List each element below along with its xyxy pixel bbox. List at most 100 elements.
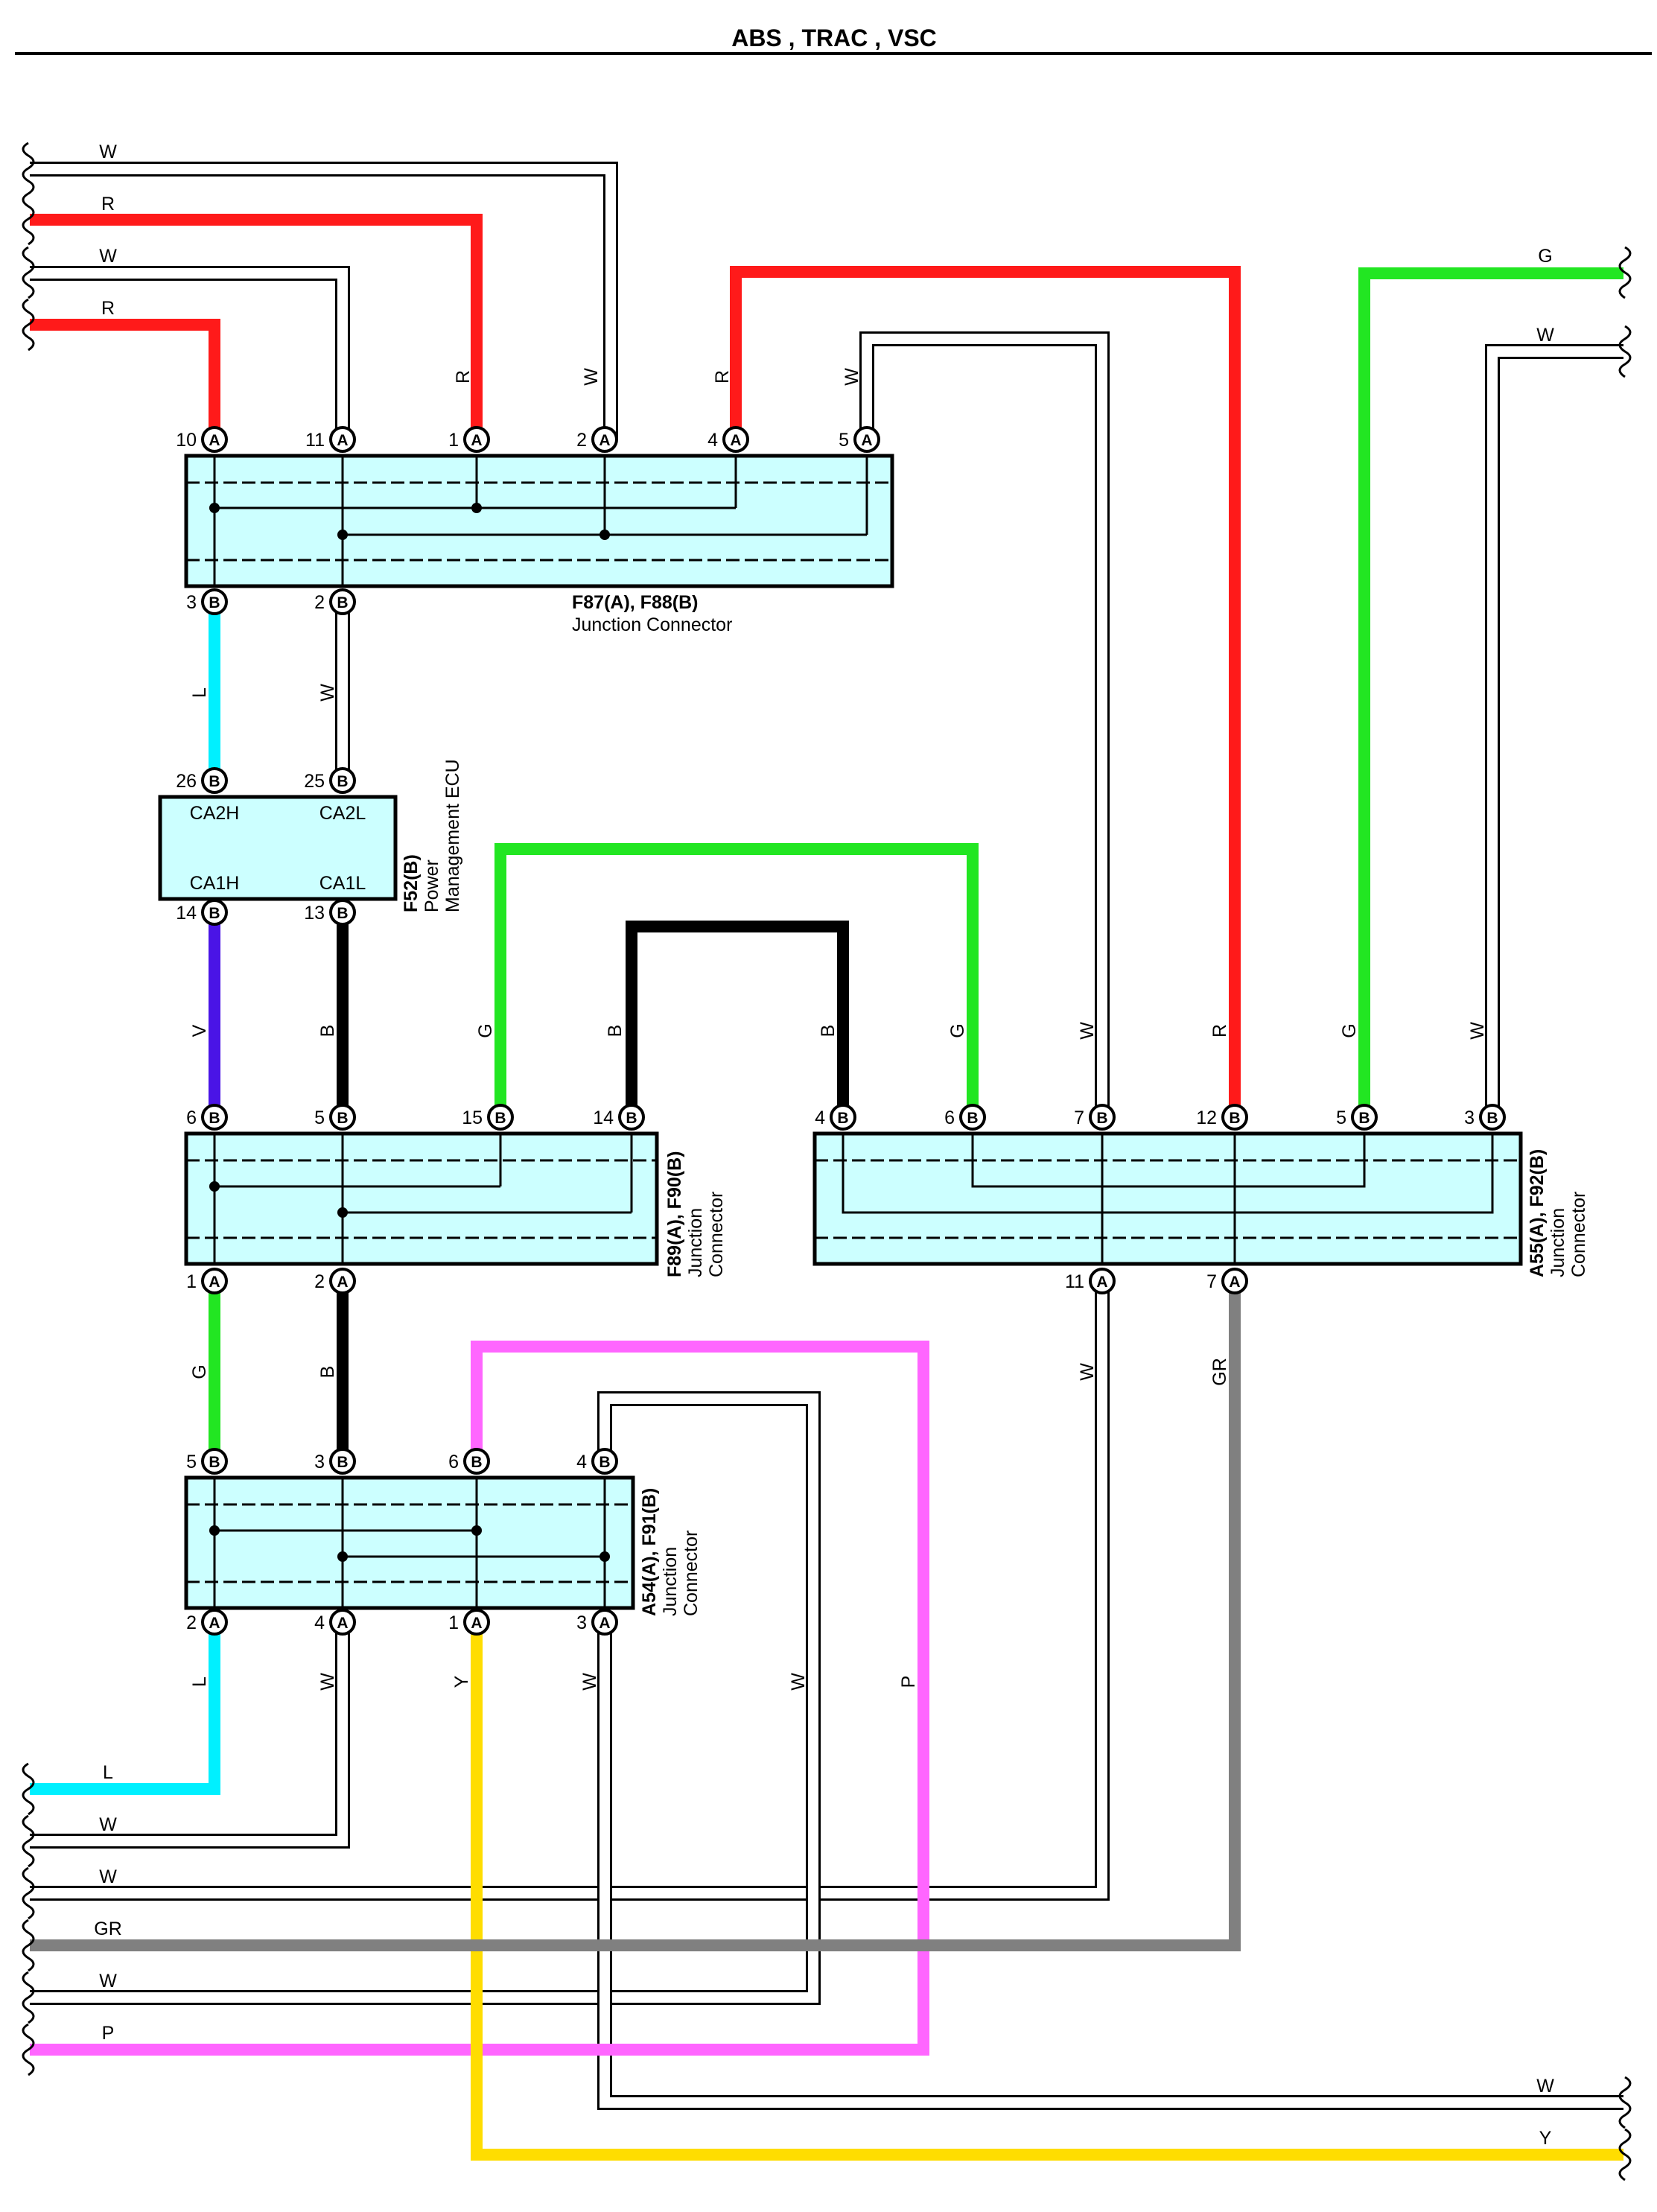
pin-number: 3	[1464, 1107, 1475, 1128]
wire-label-left-bottom-5: P	[102, 2023, 115, 2044]
wire-label-left-top-2: W	[99, 246, 117, 267]
a55-type-line1: Junction	[1548, 1208, 1568, 1277]
f52-label: F52(B) Power Management ECU	[401, 759, 463, 912]
wire-label-left-top-0: W	[99, 142, 117, 162]
wire-w-f87-2	[30, 162, 618, 439]
pin-letter: B	[1358, 1110, 1370, 1127]
a54-code: A54(A), F91(B)	[639, 1488, 660, 1616]
wire-label-left-bottom-4: W	[99, 1971, 117, 1992]
pin-number: 5	[839, 430, 849, 451]
pin-letter: B	[494, 1110, 506, 1127]
wire-w-a54-3	[597, 1622, 1623, 2110]
wire-label-row3-1: B	[317, 1025, 338, 1037]
pin-letter: A	[471, 432, 482, 449]
wire-label-row3-6: W	[1077, 1022, 1098, 1040]
pin-f87-top-1: A11	[305, 426, 356, 453]
pin-f89-bottom-0: A1	[186, 1268, 228, 1294]
pin-number: 12	[1196, 1107, 1217, 1128]
pin-number: 3	[314, 1452, 325, 1472]
pin-f91-top-2: B6	[448, 1448, 490, 1475]
pin-number: 13	[304, 903, 325, 924]
pin-number: 6	[186, 1107, 197, 1128]
f52-name-line2: Management ECU	[442, 759, 463, 912]
pin-number: 5	[186, 1452, 197, 1472]
pin-letter: A	[599, 1615, 610, 1632]
pin-f52-bottom-1: B 13	[304, 899, 356, 926]
pin-letter: A	[861, 432, 872, 449]
wire-label-row3-8: G	[1339, 1023, 1360, 1037]
pin-number: 26	[176, 771, 197, 792]
wire-r-f87-10	[30, 319, 220, 439]
pin-letter: A	[730, 432, 741, 449]
pin-number: 5	[1336, 1107, 1346, 1128]
pin-number: 2	[576, 430, 587, 451]
pin-letter: B	[209, 1454, 220, 1471]
wire-label-right-top-0: G	[1538, 246, 1552, 267]
pin-letter: B	[626, 1110, 637, 1127]
pin-f87-top-5: A5	[839, 426, 880, 453]
ecu-signal-ca1h: CA1H	[190, 873, 240, 894]
pin-f88-bottom-1: B2	[314, 588, 356, 615]
f89-type-line2: Connector	[706, 1192, 727, 1277]
wire-label-left-bottom-1: W	[99, 1814, 117, 1835]
wire-label-row4-0: G	[189, 1364, 210, 1379]
pin-f87-top-0: A 10	[176, 426, 228, 453]
pin-letter: B	[1229, 1110, 1240, 1127]
pin-letter: A	[337, 1615, 348, 1632]
f89-code: F89(A), F90(B)	[664, 1151, 685, 1277]
wire-layer	[30, 162, 1623, 2161]
pin-f92-top-2: B7	[1074, 1104, 1116, 1131]
pin-f92-top-4: B5	[1336, 1104, 1378, 1131]
pin-a54-bottom-2: A1	[448, 1609, 490, 1636]
f52-name-line1: Power	[422, 859, 442, 912]
pin-a54-bottom-1: A4	[314, 1609, 356, 1636]
wire-label-row5-4: W	[788, 1673, 809, 1691]
pin-f88-bottom-0: B3	[186, 588, 228, 615]
pin-letter: B	[471, 1454, 482, 1471]
pin-number: 1	[448, 430, 459, 451]
f87-connector-type: Junction Connector	[572, 614, 732, 635]
pin-a55-bottom-1: A7	[1206, 1268, 1248, 1294]
wire-label-row1-2: R	[712, 370, 733, 384]
wire-r-f87-4	[730, 266, 1241, 1117]
pin-f90-top-3: B14	[593, 1104, 645, 1131]
pin-letter: A	[209, 432, 220, 449]
wire-label-row1-1: W	[581, 368, 602, 386]
pin-f52-bottom-0: B14	[176, 899, 228, 926]
pin-number: 5	[314, 1107, 325, 1128]
pin-number: 10	[176, 430, 197, 451]
pin-letter: B	[337, 905, 348, 922]
wire-label-row3-4: B	[818, 1025, 839, 1037]
pin-number: 4	[815, 1107, 825, 1128]
wire-label-left-top-3: R	[101, 298, 115, 319]
pin-f89-bottom-1: A2	[314, 1268, 356, 1294]
wire-label-left-bottom-2: W	[99, 1866, 117, 1887]
pin-letter: B	[337, 1454, 348, 1471]
wire-g-a55-5	[1358, 267, 1623, 1117]
pin-letter: B	[1096, 1110, 1107, 1127]
f89-label: F89(A), F90(B) Junction Connector	[664, 1151, 727, 1277]
pin-f90-top-1: B5	[314, 1104, 356, 1131]
a54-label: A54(A), F91(B) Junction Connector	[639, 1488, 702, 1616]
pin-f52-top-0: B26	[176, 767, 228, 794]
f52-code: F52(B)	[401, 854, 422, 912]
break-marks	[22, 142, 1632, 2181]
wire-label-row4-2: W	[1077, 1363, 1098, 1381]
pin-f87-top-3: A2	[576, 426, 618, 453]
wire-label-row3-2: G	[475, 1023, 496, 1037]
wire-label-row2-0: L	[189, 687, 210, 698]
a54-type-line1: Junction	[660, 1547, 681, 1616]
pin-number: 11	[305, 430, 325, 451]
wire-label-left-top-1: R	[101, 194, 115, 214]
pin-f91-top-0: B5	[186, 1448, 228, 1475]
pin-number: 6	[944, 1107, 955, 1128]
pin-number: 7	[1074, 1107, 1084, 1128]
wire-w-f87-11	[30, 266, 350, 439]
pin-f92-top-0: B4	[815, 1104, 856, 1131]
component-names: F87(A), F88(B) Junction Connector F52(B)…	[401, 592, 1589, 1616]
wire-label-right-bottom-0: W	[1536, 2076, 1554, 2097]
